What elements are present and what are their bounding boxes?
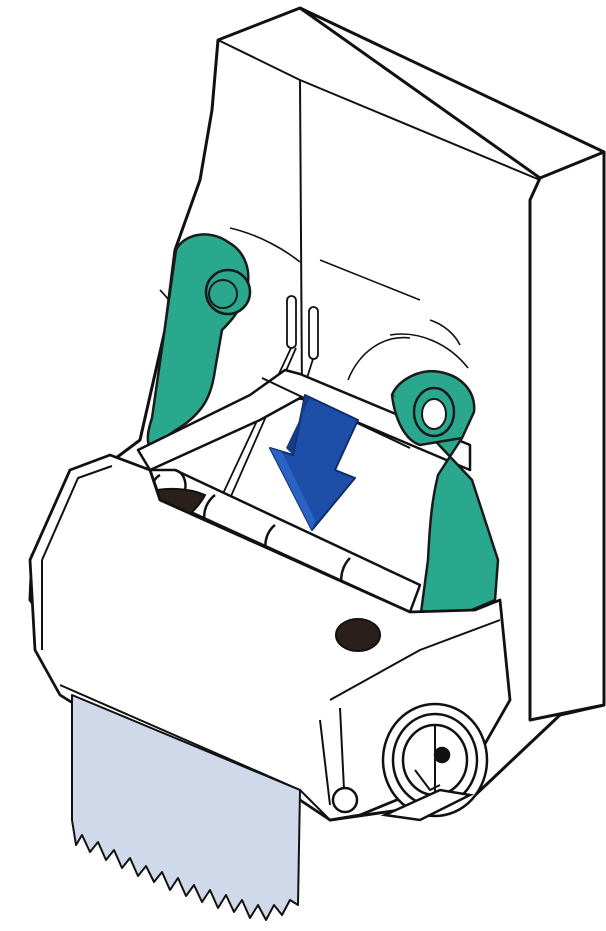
roller-end-shadow bbox=[336, 619, 380, 651]
